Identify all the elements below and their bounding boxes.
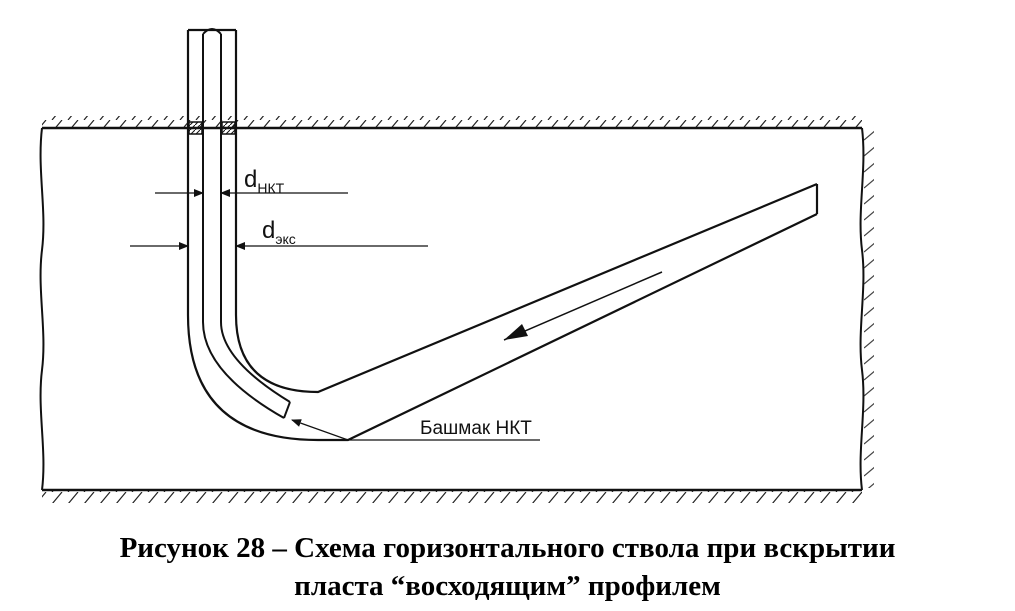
well-diagram: dНКТ dэкс Башмак НКТ xyxy=(39,28,874,503)
formation-top-hatch xyxy=(42,116,862,128)
shoe-leader-line xyxy=(291,419,540,441)
wellhead-seal-left xyxy=(188,121,203,135)
caption-line-1: Рисунок 28 – Схема горизонтального ствол… xyxy=(119,532,896,564)
casing-inner-wall xyxy=(234,30,818,394)
tubing xyxy=(202,28,291,419)
flow-arrow-head xyxy=(504,324,528,340)
caption-line-2: пласта “восходящим” профилем xyxy=(294,570,721,602)
formation-right-break xyxy=(859,127,865,491)
d-casing-label: dэкс xyxy=(262,217,296,247)
tubing-shoe-end xyxy=(283,401,291,419)
wellhead-seal-right xyxy=(221,121,236,135)
d-tubing-label: dНКТ xyxy=(244,166,285,196)
tubing-right-wall xyxy=(220,34,291,403)
casing-outer-wall xyxy=(186,30,818,442)
flow-direction-arrow xyxy=(503,271,663,341)
formation-bottom-hatch xyxy=(42,491,862,503)
formation-right-hatch xyxy=(864,130,874,488)
formation-left-break xyxy=(39,127,45,491)
formation xyxy=(39,116,874,503)
tubing-left-wall xyxy=(202,34,285,419)
tubing-top xyxy=(202,28,222,35)
shoe-label: Башмак НКТ xyxy=(420,418,532,439)
